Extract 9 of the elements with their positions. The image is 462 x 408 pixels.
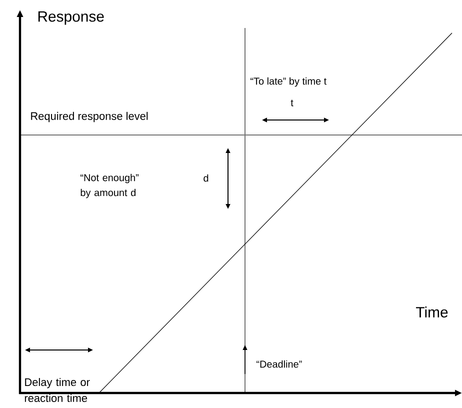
axis-label: Time	[416, 306, 448, 318]
axis-label: Response	[38, 11, 104, 25]
dimension-label: d	[204, 174, 208, 182]
annotation-text: “To late” by time t	[250, 77, 327, 87]
line-label: Required response level	[31, 112, 148, 122]
dimension-label: t	[290, 100, 294, 106]
annotation-text: “Deadline”	[256, 360, 302, 368]
annotation-text: Delay time or reaction time	[24, 378, 90, 402]
annotation-text: “Not enough” by amount d	[80, 174, 139, 198]
